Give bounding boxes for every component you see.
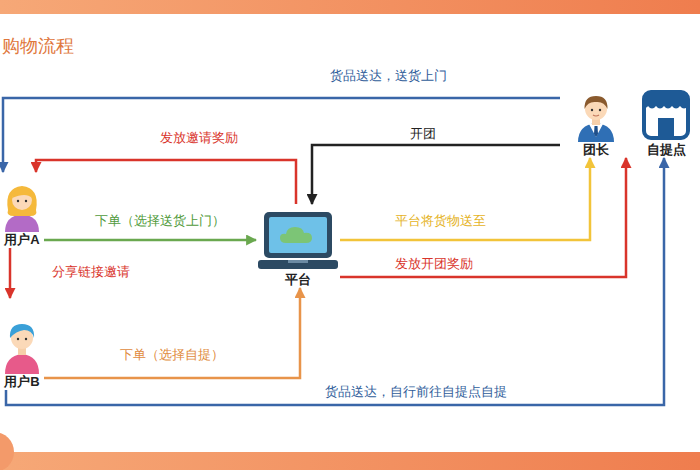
flow-arrow (312, 145, 560, 204)
top-band (0, 0, 700, 14)
node-label: 平台 (285, 272, 311, 288)
node-label: 用户A (4, 232, 39, 248)
node-icon (640, 86, 692, 142)
user-icon (2, 314, 42, 374)
edge-label: 货品送达，自行前往自提点自提 (325, 384, 507, 400)
edge-label: 开团 (410, 126, 436, 142)
platform-node: 平台 (256, 204, 340, 288)
flow-arrow (9, 248, 12, 298)
edge-label: 发放邀请奖励 (160, 130, 238, 146)
bottom-band (0, 452, 700, 470)
user-node: 用户A (0, 172, 44, 248)
node-icon (2, 180, 42, 232)
flow-arrow (44, 288, 300, 378)
flow-arrow (340, 158, 590, 240)
edge-label: 分享链接邀请 (52, 264, 130, 280)
flow-arrow (6, 158, 664, 405)
edge-label: 平台将货物送至 (395, 213, 486, 229)
shop-icon (640, 86, 692, 142)
node-icon (258, 210, 338, 272)
pickup-node: 自提点 (636, 72, 696, 158)
flow-arrow (340, 158, 626, 277)
leader-icon (573, 92, 619, 142)
node-icon (2, 314, 42, 374)
edge-label: 发放开团奖励 (395, 256, 473, 272)
flow-arrow (44, 239, 256, 242)
user-icon (2, 180, 42, 232)
diagram-title: 购物流程 (2, 34, 74, 58)
platform-icon (258, 210, 338, 272)
flow-arrow (36, 160, 296, 204)
leader-node: 团长 (560, 70, 632, 158)
corner-dot (0, 432, 14, 470)
node-label: 自提点 (647, 142, 686, 158)
edge-label: 下单（选择自提） (120, 347, 224, 363)
node-label: 团长 (583, 142, 609, 158)
user-node: 用户B (0, 298, 44, 390)
edge-label: 货品送达，送货上门 (330, 68, 447, 84)
edge-label: 下单（选择送货上门） (95, 213, 225, 229)
node-icon (573, 92, 619, 142)
node-label: 用户B (4, 374, 39, 390)
